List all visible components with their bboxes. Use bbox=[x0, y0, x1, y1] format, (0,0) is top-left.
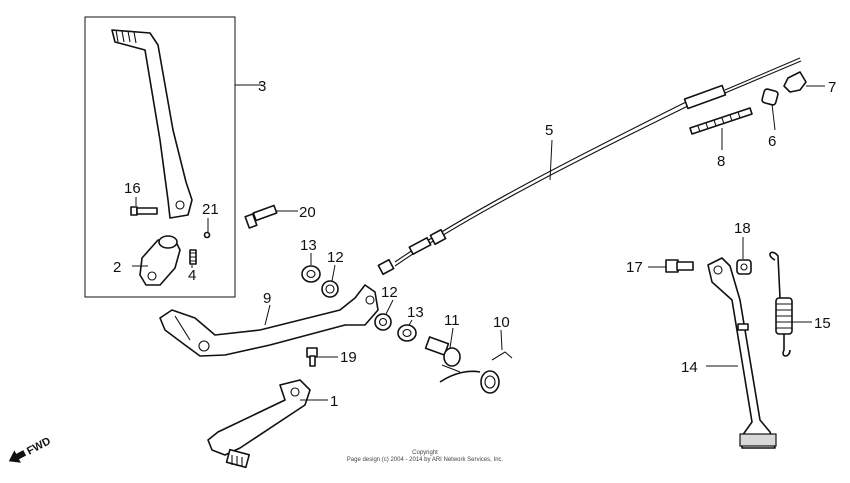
label-12b: 12 bbox=[381, 284, 398, 301]
nut-18[interactable] bbox=[736, 259, 752, 275]
label-3: 3 bbox=[258, 78, 266, 95]
washer-13a[interactable] bbox=[301, 265, 321, 283]
bolt-20[interactable] bbox=[244, 204, 278, 229]
washer-12a[interactable] bbox=[321, 280, 339, 298]
fwd-arrow-icon bbox=[8, 450, 27, 463]
part-labels: 3 16 21 20 2 4 13 12 9 12 13 19 11 10 1 … bbox=[113, 78, 836, 410]
label-14: 14 bbox=[681, 359, 698, 376]
pivot-shaft[interactable] bbox=[424, 336, 461, 373]
adjusting-nut[interactable] bbox=[783, 71, 807, 93]
label-8: 8 bbox=[717, 153, 725, 170]
label-2: 2 bbox=[113, 259, 121, 276]
side-stand[interactable] bbox=[707, 257, 777, 449]
pin-21[interactable] bbox=[203, 231, 211, 239]
label-1: 1 bbox=[330, 393, 338, 410]
label-21: 21 bbox=[202, 201, 219, 218]
copyright-line1: Copyright bbox=[412, 450, 438, 456]
label-6: 6 bbox=[768, 133, 776, 150]
label-16: 16 bbox=[124, 180, 141, 197]
bolt-19[interactable] bbox=[306, 347, 318, 367]
brake-cable[interactable] bbox=[377, 57, 802, 276]
cable-spring[interactable] bbox=[689, 107, 753, 135]
stand-spring[interactable] bbox=[769, 251, 793, 357]
bolt-16[interactable] bbox=[130, 206, 158, 216]
label-11: 11 bbox=[444, 312, 460, 329]
fwd-label: FWD bbox=[25, 435, 53, 457]
label-17: 17 bbox=[626, 259, 643, 276]
label-4: 4 bbox=[188, 267, 196, 284]
copyright-line2: Page design (c) 2004 - 2014 by ARI Netwo… bbox=[347, 457, 504, 463]
kick-spindle-boss[interactable] bbox=[139, 235, 181, 286]
label-13b: 13 bbox=[407, 304, 424, 321]
washer-12b[interactable] bbox=[374, 313, 392, 331]
label-15: 15 bbox=[814, 315, 831, 332]
washer-13b[interactable] bbox=[397, 324, 417, 342]
return-spring[interactable] bbox=[439, 351, 513, 394]
label-13a: 13 bbox=[300, 237, 317, 254]
copyright-notice: Copyright Page design (c) 2004 - 2014 by… bbox=[347, 450, 504, 463]
label-19: 19 bbox=[340, 349, 357, 366]
bolt-17[interactable] bbox=[665, 259, 694, 273]
label-10: 10 bbox=[493, 314, 510, 331]
leader-lines bbox=[132, 84, 825, 401]
gearshift-pedal[interactable] bbox=[207, 379, 311, 469]
label-7: 7 bbox=[828, 79, 836, 96]
joint-pin[interactable] bbox=[761, 88, 779, 106]
spring-pin-4[interactable] bbox=[189, 249, 197, 265]
label-18: 18 bbox=[734, 220, 751, 237]
kickstarter-group-frame bbox=[84, 16, 236, 298]
label-5: 5 bbox=[545, 122, 553, 139]
label-20: 20 bbox=[299, 204, 316, 221]
label-12a: 12 bbox=[327, 249, 344, 266]
brake-pedal[interactable] bbox=[159, 284, 379, 357]
kick-starter-arm[interactable] bbox=[111, 29, 193, 219]
fwd-indicator: FWD bbox=[8, 435, 53, 463]
label-9: 9 bbox=[263, 290, 271, 307]
